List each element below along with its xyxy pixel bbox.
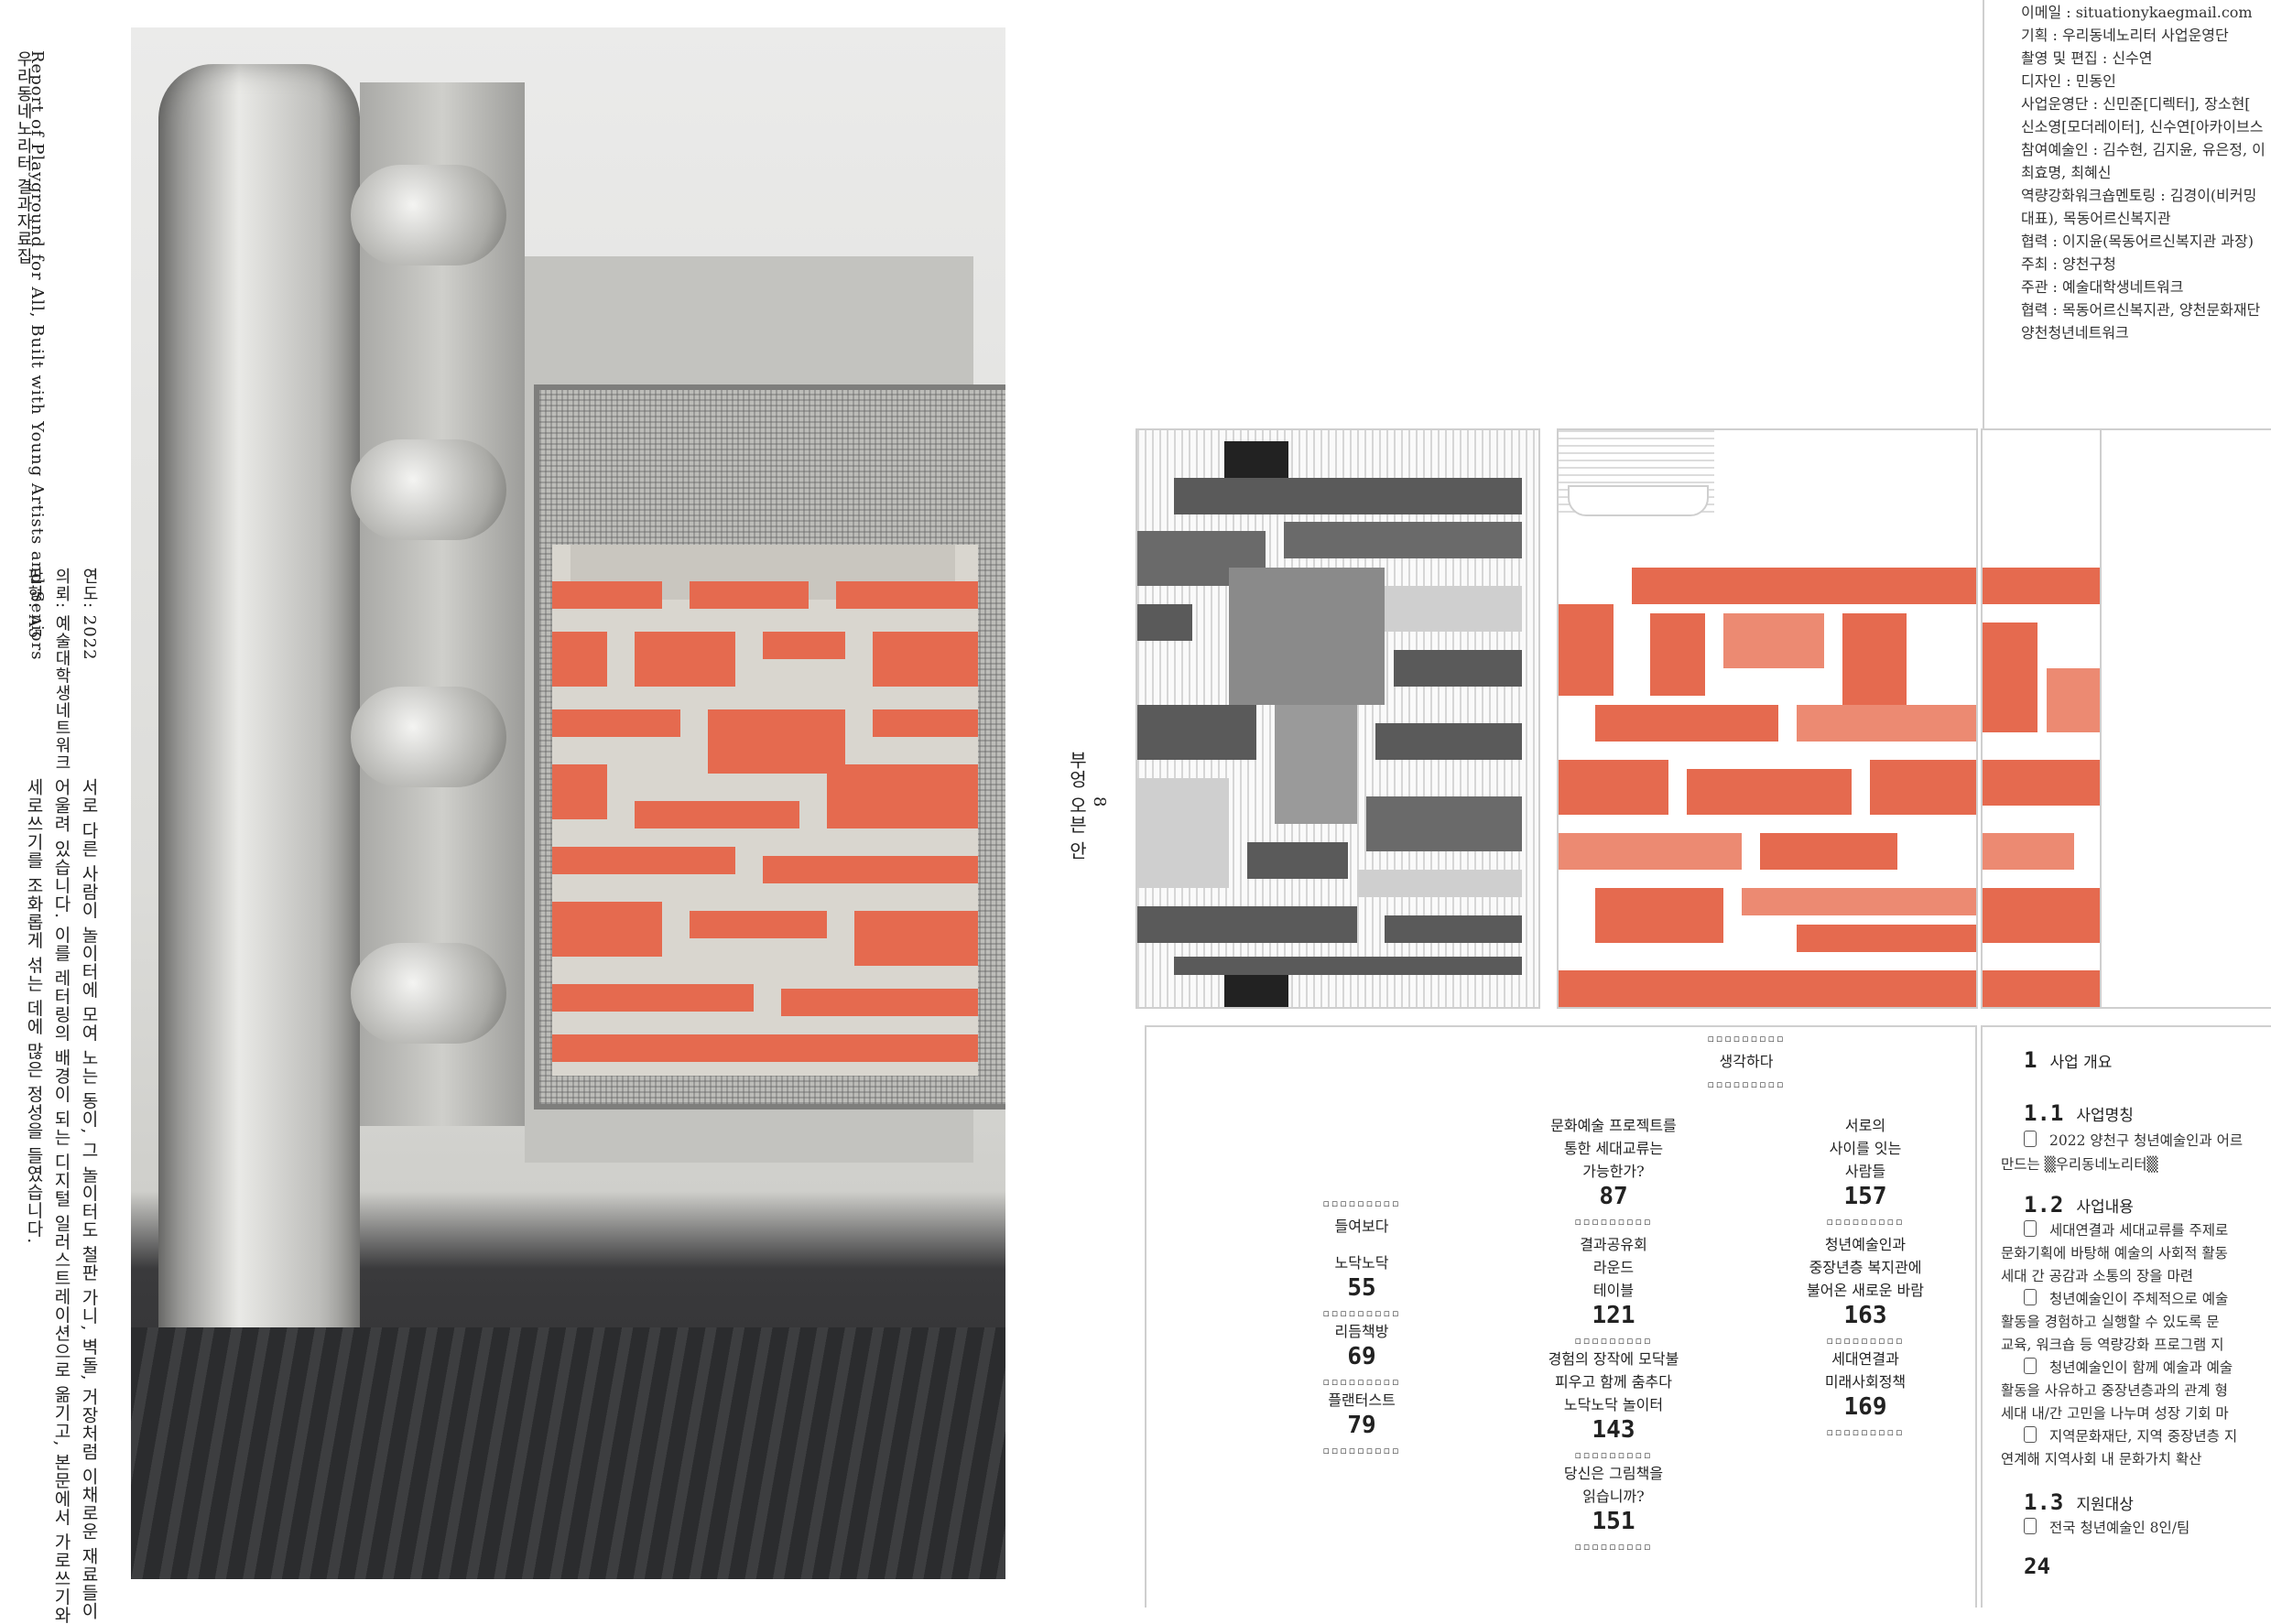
- oven-knob: [351, 165, 506, 265]
- dark-cloth: [131, 1327, 1005, 1579]
- book-cover-in-basket: [552, 545, 978, 1076]
- cover-thumbnail-red: [1557, 428, 1978, 1009]
- oven-knob: [351, 943, 506, 1044]
- spine-title: 부엉 오븐 안: [1066, 751, 1088, 861]
- checkbox-icon: [2024, 1220, 2037, 1237]
- overview-line: 교육, 워크숍 등 역량강화 프로그램 지: [2001, 1337, 2224, 1353]
- credit-line: 신소영[모더레이터], 신수연[아카이브스: [2021, 118, 2264, 135]
- toc-item: ▫▫▫▫▫▫▫▫▫들여보다: [1322, 1197, 1401, 1235]
- checkbox-icon: [2024, 1289, 2037, 1305]
- overview-line: 활동을 경험하고 실행할 수 있도록 문: [2001, 1314, 2220, 1330]
- project-title-en: Report of Playground for All, Built with…: [27, 50, 47, 661]
- toc-item: 당신은 그림책을 읽습니까? 151▫▫▫▫▫▫▫▫▫: [1563, 1465, 1664, 1553]
- meta-year: 연도: 2022: [80, 568, 99, 661]
- spine-page-number: 8: [1090, 796, 1109, 808]
- credit-line: 촬영 및 편집 : 신수연: [2021, 49, 2153, 67]
- oven-knob: [351, 439, 506, 540]
- description-line: 서로 다른 사람이 놀이터에 모여 노는 동이, 그 놀이터도 철판 가니, 벽…: [79, 778, 99, 1620]
- credit-line: 참여예술인 : 김수현, 김지윤, 유은정, 이: [2021, 141, 2266, 158]
- credit-line: 사업운영단 : 신민준[디렉터], 장소현[: [2021, 95, 2251, 113]
- credit-line: 양천청년네트워크: [2021, 324, 2129, 341]
- overview-line: 세대 내/간 고민을 나누며 성장 기회 마: [2001, 1405, 2229, 1422]
- meta-client: 의뢰: 예술대학생네트워크: [52, 568, 71, 772]
- overview-line: 2022 양천구 청년예술인과 어르: [2024, 1130, 2243, 1150]
- toc-item: 청년예술인과 중장년층 복지관에 불어온 새로운 바람 163▫▫▫▫▫▫▫▫▫: [1807, 1236, 1924, 1347]
- credit-line: 최효명, 최혜신: [2021, 164, 2112, 181]
- page-number: 24: [2024, 1554, 2050, 1579]
- toc-item: ▫▫▫▫▫▫▫▫▫생각하다 ▫▫▫▫▫▫▫▫▫: [1707, 1033, 1786, 1090]
- checkbox-icon: [2024, 1518, 2037, 1534]
- overview-line: 전국 청년예술인 8인/팀: [2024, 1517, 2190, 1537]
- credits-page: 이메일 : situationykaegmail.com 기획 : 우리동네노리…: [1983, 0, 2271, 430]
- oven-tray: [158, 64, 360, 1437]
- description-line: 어울려 있습니다. 이를 레터링의 배경이 되는 디지털 일러스트레이션으로 옮…: [51, 778, 71, 1624]
- toc-item: 플랜터스트 79▫▫▫▫▫▫▫▫▫: [1322, 1391, 1401, 1456]
- overview-line: 청년예술인이 함께 예술과 예술: [2024, 1357, 2233, 1377]
- credit-line: 역량강화워크숍멘토링 : 김경이(비커밍: [2021, 187, 2257, 204]
- overview-line: 만드는 ▒우리동네노리터▒: [2001, 1156, 2158, 1173]
- meta-format: 판형: A5: [25, 568, 44, 640]
- checkbox-icon: [2024, 1131, 2037, 1147]
- toc-item: 서로의 사이를 잇는 사람들 157▫▫▫▫▫▫▫▫▫: [1826, 1117, 1905, 1228]
- overview-line: 연계해 지역사회 내 문화가치 확산: [2001, 1451, 2202, 1467]
- credit-line: 디자인 : 민동인: [2021, 72, 2116, 90]
- cover-thumbnail-partial: [1981, 428, 2271, 1009]
- credit-line: 대표), 목동어르신복지관: [2021, 210, 2171, 227]
- overview-line: 세대 간 공감과 소통의 장을 마련: [2001, 1268, 2194, 1284]
- toc-item: 세대연결과 미래사회정책 169▫▫▫▫▫▫▫▫▫: [1824, 1350, 1907, 1438]
- overview-line: 세대연결과 세대교류를 주제로: [2024, 1219, 2228, 1240]
- toc-item: 결과공유회 라운드 테이블 121▫▫▫▫▫▫▫▫▫: [1574, 1236, 1653, 1347]
- description-line: 세로쓰기를 조화롭게 섞는 데에 많은 정성을 들였습니다.: [24, 778, 44, 1245]
- credit-line: 주관 : 예술대학생네트워크: [2021, 278, 2184, 296]
- cover-thumbnail-grey: [1136, 428, 1540, 1009]
- overview-line: 문화기획에 바탕해 예술의 사회적 활동: [2001, 1245, 2228, 1261]
- credit-line: 이메일 : situationykaegmail.com: [2021, 4, 2253, 21]
- credit-line: 기획 : 우리동네노리터 사업운영단: [2021, 27, 2229, 44]
- toc-item: 노닥노닥 55▫▫▫▫▫▫▫▫▫: [1322, 1254, 1401, 1319]
- credit-line: 협력 : 목동어르신복지관, 양천문화재단: [2021, 301, 2261, 319]
- overview-line: 활동을 사유하고 중장년층과의 관계 형: [2001, 1382, 2228, 1399]
- checkbox-icon: [2024, 1358, 2037, 1374]
- overview-line: 지역문화재단, 지역 중장년층 지: [2024, 1425, 2237, 1445]
- checkbox-icon: [2024, 1426, 2037, 1443]
- toc-item: 리듬책방 69▫▫▫▫▫▫▫▫▫: [1322, 1323, 1401, 1388]
- toc-item: 경험의 장작에 모닥불 피우고 함께 춤추다 노닥노닥 놀이터 143▫▫▫▫▫…: [1548, 1350, 1679, 1461]
- toc-item: 문화예술 프로젝트를 통한 세대교류는 가능한가? 87▫▫▫▫▫▫▫▫▫: [1550, 1117, 1677, 1228]
- overview-line: 청년예술인이 주체적으로 예술: [2024, 1288, 2228, 1308]
- project-title-kr: 우리동네노리터 결과자료집: [14, 50, 33, 265]
- credit-line: 협력 : 이지윤(목동어르신복지관 과장): [2021, 233, 2254, 250]
- oven-photo: [131, 27, 1005, 1579]
- oven-knob: [351, 687, 506, 787]
- credit-line: 주최 : 양천구청: [2021, 255, 2116, 273]
- table-of-contents: ▫▫▫▫▫▫▫▫▫들여보다 노닥노닥 55▫▫▫▫▫▫▫▫▫ 리듬책방 69▫▫…: [1145, 1025, 1977, 1608]
